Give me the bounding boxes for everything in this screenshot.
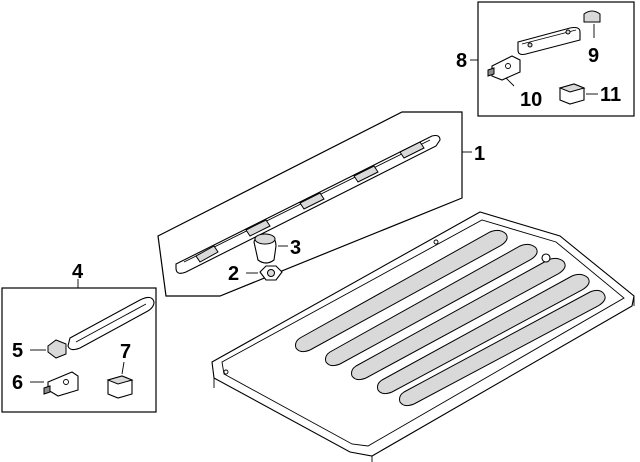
callout-4: 4 <box>72 261 84 283</box>
roof-rib <box>295 229 508 353</box>
callout-2: 2 <box>228 263 239 285</box>
rear-cover[interactable] <box>517 26 581 56</box>
roof-rib <box>377 273 590 395</box>
front-cover[interactable] <box>67 296 155 351</box>
callout-11: 11 <box>600 84 621 106</box>
roof-rib <box>325 243 538 367</box>
roof-panel[interactable] <box>211 211 635 462</box>
callout-6: 6 <box>12 372 23 394</box>
rear-cover-box <box>477 1 635 117</box>
roof-rib <box>399 289 606 407</box>
end-cap[interactable] <box>253 233 277 264</box>
plug[interactable] <box>106 375 134 399</box>
callout-9: 9 <box>588 45 599 67</box>
callout-3: 3 <box>290 237 301 259</box>
roof-rack-rail[interactable] <box>175 134 441 274</box>
callout-5: 5 <box>12 340 23 362</box>
rear-plug[interactable] <box>558 83 586 105</box>
clip[interactable] <box>47 339 67 359</box>
callout-7: 7 <box>120 341 131 363</box>
rear-bracket[interactable] <box>487 55 521 81</box>
front-cover-box <box>1 287 157 413</box>
callout-1: 1 <box>474 143 485 165</box>
roof-rib <box>351 257 566 381</box>
nut[interactable] <box>259 265 283 281</box>
bracket[interactable] <box>43 371 79 397</box>
cap[interactable] <box>583 10 601 23</box>
callout-10: 10 <box>520 89 542 111</box>
callout-8: 8 <box>456 50 467 72</box>
rail-assembly-box <box>157 111 463 297</box>
